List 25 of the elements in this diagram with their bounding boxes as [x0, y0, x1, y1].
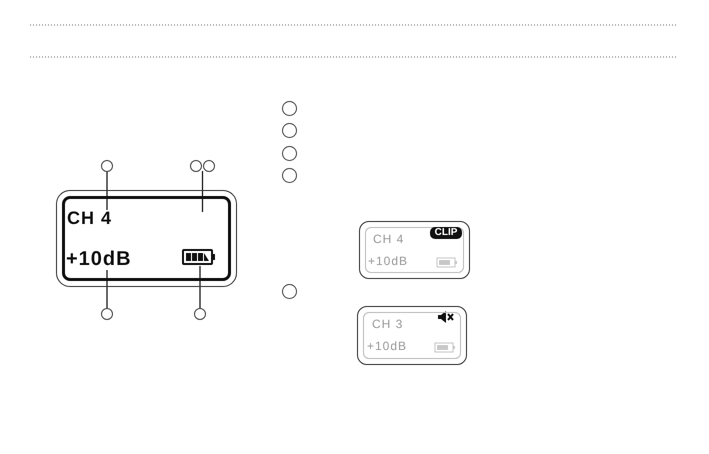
callout-circle	[282, 168, 297, 183]
callout-circle	[194, 308, 206, 320]
callout-circle	[282, 284, 297, 299]
callout-circle	[203, 160, 215, 172]
channel-text: CH 3	[372, 318, 406, 331]
callout-circle	[101, 160, 113, 172]
gain-text: +10dB	[367, 340, 411, 353]
clip-badge: CLIP	[430, 227, 462, 239]
leader-line	[202, 171, 204, 212]
leader-line	[199, 266, 201, 308]
channel-text: CH 4	[67, 209, 129, 227]
lcd-display	[56, 190, 237, 287]
gain-text: +10dB	[66, 249, 142, 269]
channel-text: CH 4	[373, 233, 407, 246]
leader-line	[106, 172, 108, 210]
gain-text: +10dB	[368, 255, 412, 268]
battery-icon	[182, 249, 217, 265]
leader-line	[106, 270, 108, 308]
callout-circle	[190, 160, 202, 172]
callout-circle	[282, 123, 297, 138]
callout-circle	[101, 308, 113, 320]
lcd-display	[359, 221, 470, 279]
lcd-display	[357, 306, 467, 365]
callout-circle	[282, 146, 297, 161]
callout-circle	[282, 101, 297, 116]
